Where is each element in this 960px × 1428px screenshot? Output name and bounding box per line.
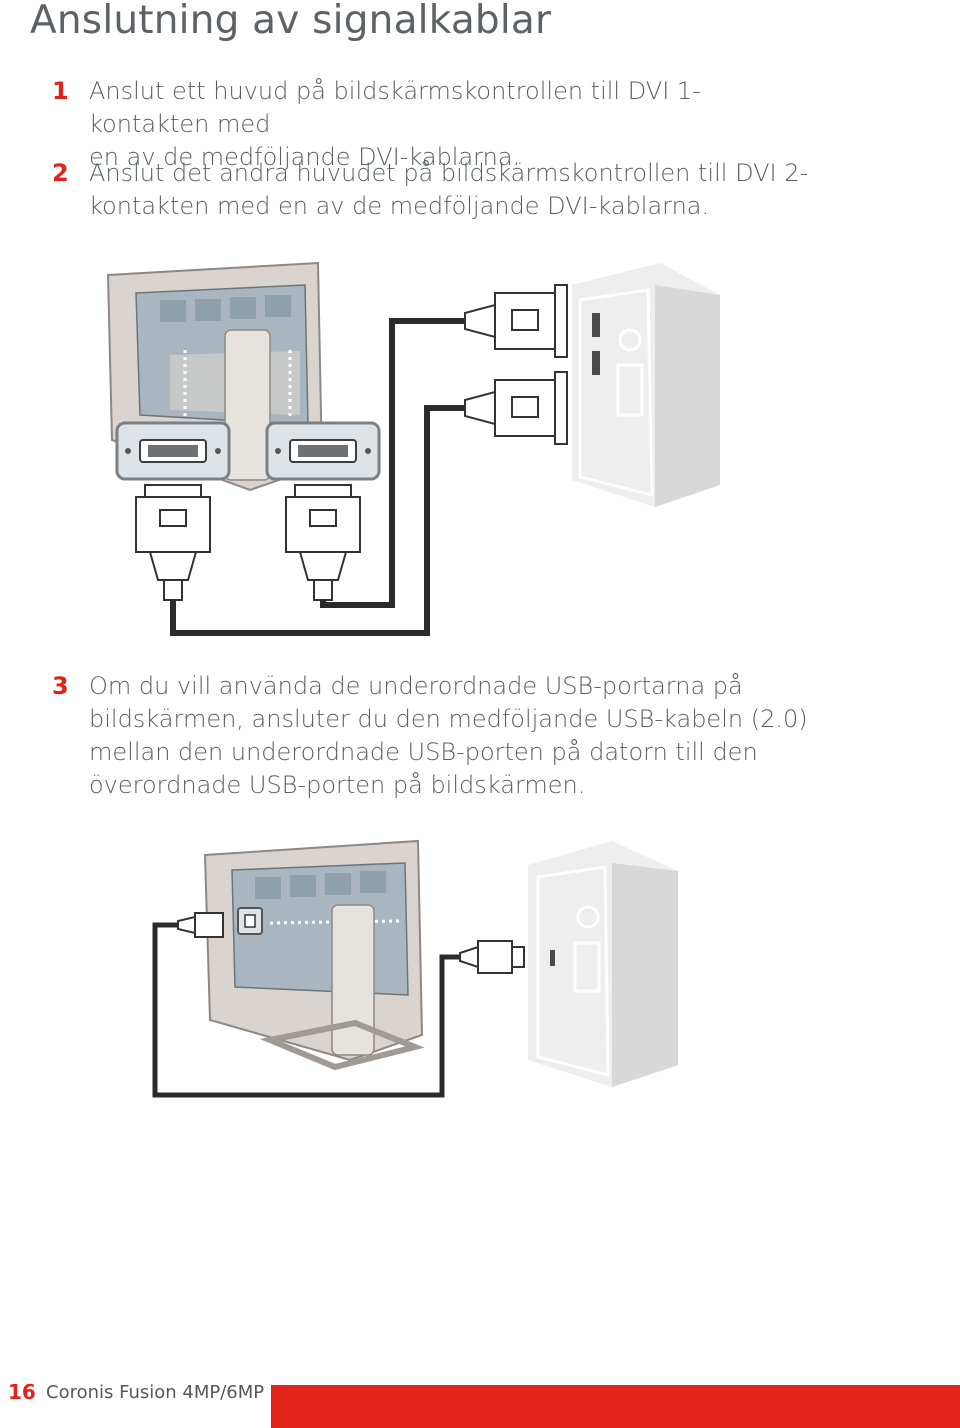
computer-tower-illustration [528, 841, 678, 1087]
step-text-line: överordnade USB-porten på bildskärmen. [89, 771, 586, 799]
computer-tower-illustration [572, 263, 720, 507]
dvi-plug-3 [464, 284, 568, 358]
step-number: 1 [52, 77, 69, 105]
step-text-line: Anslut det andra huvudet på bildskärmsko… [89, 159, 809, 187]
dvi-port-1 [115, 421, 231, 481]
step-number: 3 [52, 672, 69, 700]
dvi-plug-2 [285, 484, 361, 601]
step-text-line: kontakten med en av de medföljande DVI-k… [89, 192, 710, 220]
step-3: 3 Om du vill använda de underordnade USB… [52, 670, 812, 802]
page-number: 16 [8, 1380, 36, 1404]
step-text-line: en av de medföljande DVI-kablarna. [89, 143, 521, 171]
step-1: 1 Anslut ett huvud på bildskärmskontroll… [52, 75, 812, 174]
monitor-illustration [203, 839, 425, 1071]
product-name: Coronis Fusion 4MP/6MP [46, 1382, 265, 1403]
usb-cable [152, 922, 460, 1098]
dvi-plug-4 [464, 371, 568, 445]
page-title: Anslutning av signalkablar [30, 0, 552, 43]
dvi-plug-1 [135, 484, 211, 601]
usb-connection-diagram [152, 839, 678, 1098]
footer-accent-bar [271, 1385, 960, 1428]
step-text-line: Anslut ett huvud på bildskärmskontrollen… [89, 77, 701, 138]
step-text-line: Om du vill använda de underordnade USB-p… [89, 672, 743, 700]
dvi-port-2 [265, 421, 381, 481]
step-2: 2 Anslut det andra huvudet på bildskärms… [52, 157, 812, 223]
dvi-cables [170, 318, 465, 636]
step-text-line: bildskärmen, ansluter du den medföljande… [89, 705, 808, 733]
step-number: 2 [52, 159, 69, 187]
step-text-line: mellan den underordnade USB-porten på da… [89, 738, 758, 766]
usb-plug-monitor [177, 912, 224, 938]
usb-plug-computer [459, 940, 525, 974]
dvi-connection-diagram [106, 261, 720, 636]
